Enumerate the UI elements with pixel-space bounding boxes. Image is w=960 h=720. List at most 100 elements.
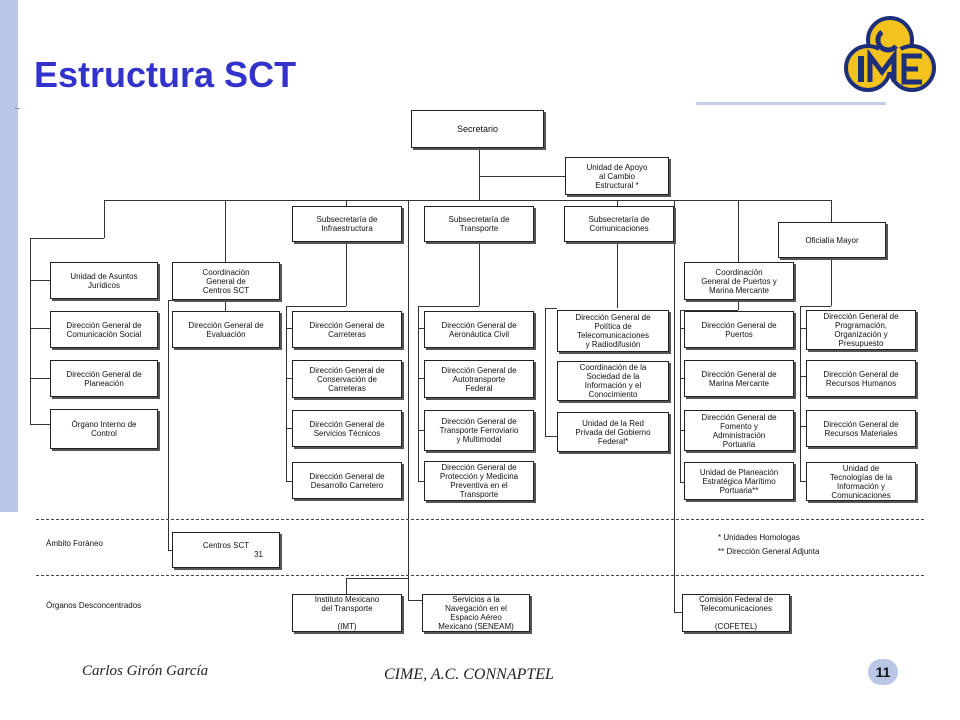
org-box-autotransporte: Dirección General de Autotransporte Fede… <box>424 360 534 398</box>
connector-line <box>418 481 424 482</box>
org-box-conservacion-carreteras: Dirección General de Conservación de Car… <box>292 360 402 398</box>
section-divider <box>36 575 924 576</box>
connector-line <box>408 600 422 601</box>
connector-line <box>479 176 567 177</box>
legend-note-homologas: * Unidades Homologas <box>718 533 800 542</box>
org-box-programacion-presupuesto: Dirección General de Programación, Organ… <box>806 310 916 350</box>
organos-desconcentrados-label: Órganos Desconcentrados <box>46 601 142 610</box>
org-box-subsecretaria-infraestructura: Subsecretaría de Infraestructura <box>292 206 402 242</box>
connector-line <box>738 300 739 310</box>
org-box-aeronautica-civil: Dirección General de Aeronáutica Civil <box>424 311 534 348</box>
legend-note-adjunta: ** Dirección General Adjunta <box>718 547 820 556</box>
connector-line <box>680 310 681 482</box>
connector-line <box>800 376 806 377</box>
connector-line <box>418 306 419 482</box>
connector-line <box>545 308 546 436</box>
org-box-asuntos-juridicos: Unidad de Asuntos Jurídicos <box>50 262 158 299</box>
org-box-planeacion: Dirección General de Planeación <box>50 360 158 397</box>
connector-line <box>680 378 684 379</box>
cime-logo <box>844 16 936 92</box>
org-box-unidad-apoyo: Unidad de Apoyo al Cambio Estructural * <box>565 157 669 195</box>
connector-line <box>674 612 682 613</box>
org-box-subsecretaria-transporte: Subsecretaría de Transporte <box>424 206 534 242</box>
slide-title: Estructura SCT <box>34 54 297 95</box>
connector-line <box>30 238 31 424</box>
org-box-politica-telecom: Dirección General de Política de Telecom… <box>557 310 669 352</box>
connector-line <box>831 258 832 306</box>
connector-line <box>346 242 347 306</box>
footer-author: Carlos Girón García <box>82 663 209 679</box>
org-box-coordinacion-puertos: Coordinación General de Puertos y Marina… <box>684 262 794 300</box>
org-box-sociedad-informacion: Coordinación de la Sociedad de la Inform… <box>557 361 669 401</box>
connector-line <box>617 242 618 308</box>
connector-line <box>30 238 104 239</box>
connector-line <box>286 428 292 429</box>
org-box-desarrollo-carretero: Dirección General de Desarrollo Carreter… <box>292 462 402 499</box>
connector-line <box>346 578 347 594</box>
org-box-subsecretaria-comunicaciones: Subsecretaría de Comunicaciones <box>564 206 674 242</box>
connector-line <box>418 328 424 329</box>
org-box-servicios-tecnicos: Dirección General de Servicios Técnicos <box>292 410 402 447</box>
org-box-evaluacion: Dirección General de Evaluación <box>172 311 280 348</box>
connector-line <box>30 328 50 329</box>
org-box-cofetel: Comisión Federal de Telecomunicaciones (… <box>682 594 790 632</box>
left-tick-mark <box>14 108 20 109</box>
connector-line <box>680 482 684 483</box>
connector-line <box>286 378 292 379</box>
org-box-imt: Instituto Mexicano del Transporte (IMT) <box>292 594 402 632</box>
connector-line <box>545 308 557 309</box>
connector-line <box>479 148 480 200</box>
org-box-recursos-materiales: Dirección General de Recursos Materiales <box>806 410 916 447</box>
left-accent-bar <box>0 0 18 512</box>
connector-line <box>408 200 409 600</box>
connector-line <box>800 306 831 307</box>
connector-line <box>286 328 292 329</box>
connector-line <box>346 200 347 206</box>
org-box-centros-sct: Centros SCT 31 <box>172 532 280 568</box>
org-box-oficialia-mayor: Oficialía Mayor <box>778 222 886 258</box>
org-box-seneam: Servicios a la Navegación en el Espacio … <box>422 594 530 632</box>
org-box-red-privada: Unidad de la Red Privada del Gobierno Fe… <box>557 412 669 452</box>
connector-line <box>680 310 738 311</box>
connector-line <box>418 430 424 431</box>
connector-line <box>168 300 174 301</box>
connector-line <box>346 578 408 579</box>
connector-line <box>800 481 806 482</box>
connector-line <box>30 424 50 425</box>
connector-line <box>286 481 292 482</box>
org-box-secretario: Secretario <box>411 110 544 148</box>
connector-line <box>168 300 169 550</box>
connector-line <box>545 436 557 437</box>
footer-organization: CIME, A.C. CONNAPTEL <box>384 666 554 683</box>
connector-line <box>800 306 801 482</box>
connector-line <box>286 306 287 482</box>
org-box-comunicacion-social: Dirección General de Comunicación Social <box>50 311 158 348</box>
connector-line <box>418 378 424 379</box>
connector-line <box>30 378 50 379</box>
connector-line <box>225 200 226 262</box>
org-box-marina-mercante: Dirección General de Marina Mercante <box>684 360 794 397</box>
connector-line <box>738 200 739 262</box>
ambito-foraneo-label: Ámbito Foráneo <box>46 539 103 548</box>
connector-line <box>286 306 346 307</box>
org-box-transporte-ferroviario: Dirección General de Transporte Ferrovia… <box>424 410 534 451</box>
page-number-badge: 11 <box>868 659 898 685</box>
connector-line <box>418 306 479 307</box>
connector-line <box>800 426 806 427</box>
left-accent-gap <box>18 0 21 512</box>
connector-line <box>168 550 174 551</box>
org-box-puertos: Dirección General de Puertos <box>684 311 794 348</box>
centros-sct-label: Centros SCT <box>202 541 250 550</box>
connector-line <box>225 300 226 312</box>
connector-line <box>831 200 832 222</box>
connector-line <box>680 430 684 431</box>
centros-sct-count: 31 <box>254 550 263 559</box>
connector-line <box>104 200 105 238</box>
org-box-carreteras: Dirección General de Carreteras <box>292 311 402 348</box>
section-divider <box>36 519 924 520</box>
org-box-planeacion-maritimo: Unidad de Planeación Estratégica Marítim… <box>684 462 794 500</box>
org-box-organo-control: Órgano Interno de Control <box>50 409 158 449</box>
connector-line <box>674 200 675 612</box>
connector-line <box>479 242 480 306</box>
org-box-tecnologias-informacion: Unidad de Tecnologías de la Información … <box>806 462 916 501</box>
